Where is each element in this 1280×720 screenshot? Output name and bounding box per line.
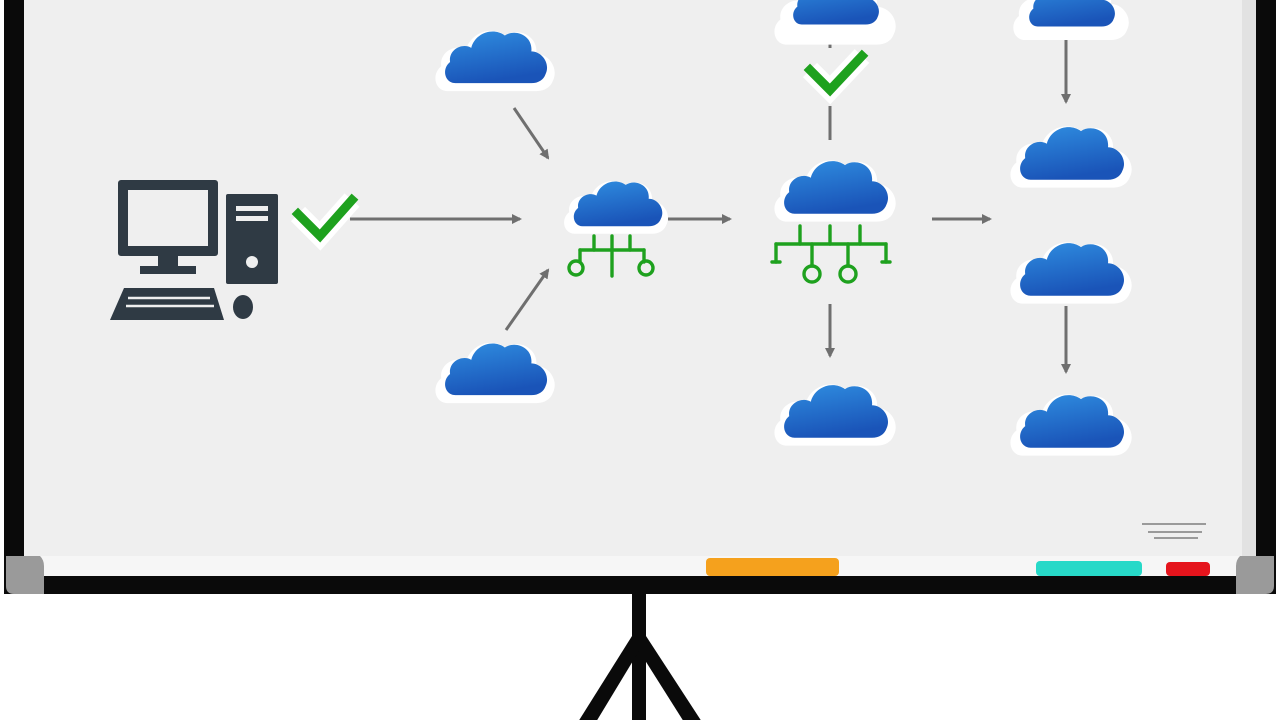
tripod-left-leg <box>579 636 642 720</box>
mouse <box>233 295 253 319</box>
desktop-computer-icon <box>110 180 278 320</box>
network-topology-icon <box>567 234 655 278</box>
network-topology-icon <box>770 224 892 284</box>
whiteboard-corner-right <box>1236 556 1274 594</box>
tripod-stand <box>579 592 701 720</box>
whiteboard-right-edge <box>1242 0 1256 556</box>
marker-red[interactable] <box>1166 562 1210 576</box>
checkmark-icon <box>290 193 360 251</box>
tripod-right-leg <box>636 636 701 720</box>
monitor-screen <box>128 190 208 246</box>
marker-orange[interactable] <box>706 558 839 576</box>
arrow-cloud-to-hub <box>512 107 550 160</box>
whiteboard-tray <box>24 556 1256 576</box>
arrow-cloud-to-hub <box>504 268 550 331</box>
checkmark-icon <box>802 49 870 105</box>
cloud-icon <box>1013 0 1129 40</box>
tripod-center-leg <box>632 592 646 720</box>
keyboard <box>110 288 224 320</box>
cloud-icon <box>774 0 896 45</box>
marker-teal[interactable] <box>1036 561 1142 576</box>
whiteboard-corner-left <box>6 556 44 594</box>
